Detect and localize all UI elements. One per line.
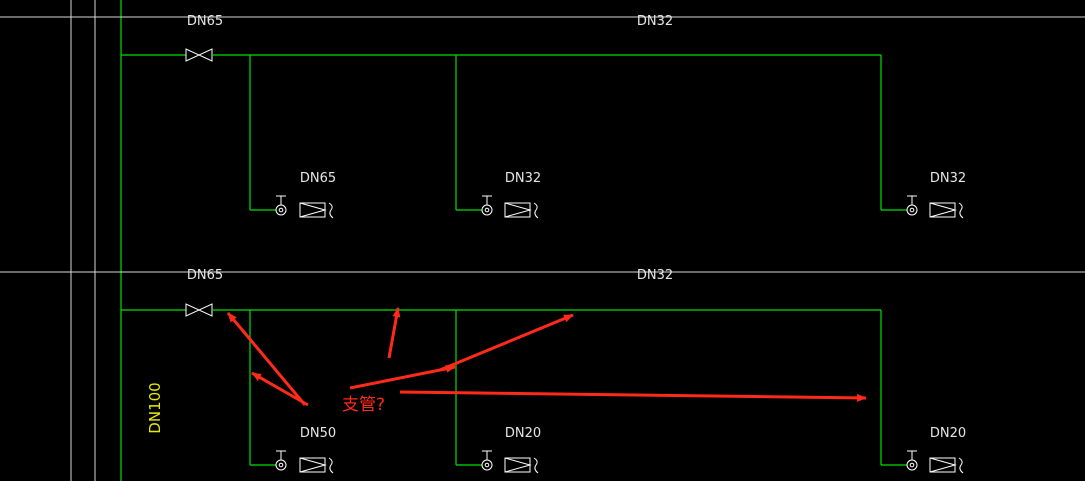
hose-nozzle-icon xyxy=(299,202,334,219)
branch-2: DN20 xyxy=(456,426,541,474)
main-pipe-label: DN32 xyxy=(637,268,673,283)
branch-1: DN65 xyxy=(250,171,336,219)
annotation-arrow-valve xyxy=(226,312,307,406)
hose-nozzle-icon xyxy=(504,457,539,474)
annotation-text: 支管? xyxy=(342,395,385,415)
annotation-arrow-branch-3 xyxy=(399,390,867,402)
hose-nozzle-icon xyxy=(299,457,334,474)
annotation-arrow-branch-1 xyxy=(251,371,309,407)
annotation-arrow-main-right xyxy=(439,313,574,372)
hose-valve-icon xyxy=(481,195,493,216)
annotation-group: 支管? xyxy=(226,307,867,415)
hose-nozzle-icon xyxy=(504,202,539,219)
riser-label: DN100 xyxy=(146,382,164,433)
main-valve-label: DN65 xyxy=(187,14,223,29)
pipe-row-2: DN65 DN32 DN50 xyxy=(121,268,966,474)
hose-nozzle-icon xyxy=(929,457,964,474)
branch-2: DN32 xyxy=(456,171,541,219)
hose-valve-icon xyxy=(481,450,493,471)
hose-nozzle-icon xyxy=(929,202,964,219)
branch-1: DN50 xyxy=(250,426,336,474)
annotation-arrow-branch-2 xyxy=(349,364,456,390)
branch-label: DN65 xyxy=(300,171,336,186)
gate-valve-icon xyxy=(185,48,213,62)
branch-label: DN32 xyxy=(505,171,541,186)
branch-label: DN20 xyxy=(930,426,966,441)
main-valve-label: DN65 xyxy=(187,268,223,283)
hose-valve-icon xyxy=(906,195,918,216)
gate-valve-icon xyxy=(185,303,213,317)
hose-valve-icon xyxy=(275,195,287,216)
branch-label: DN20 xyxy=(505,426,541,441)
branch-label: DN32 xyxy=(930,171,966,186)
annotation-arrow-main-pipe xyxy=(387,307,401,359)
branch-label: DN50 xyxy=(300,426,336,441)
main-pipe-label: DN32 xyxy=(637,14,673,29)
branch-3: DN32 xyxy=(881,171,966,219)
branch-3: DN20 xyxy=(881,426,966,474)
pipe-row-1: DN65 DN32 DN65 xyxy=(121,14,966,219)
hose-valve-icon xyxy=(906,450,918,471)
hose-valve-icon xyxy=(275,450,287,471)
